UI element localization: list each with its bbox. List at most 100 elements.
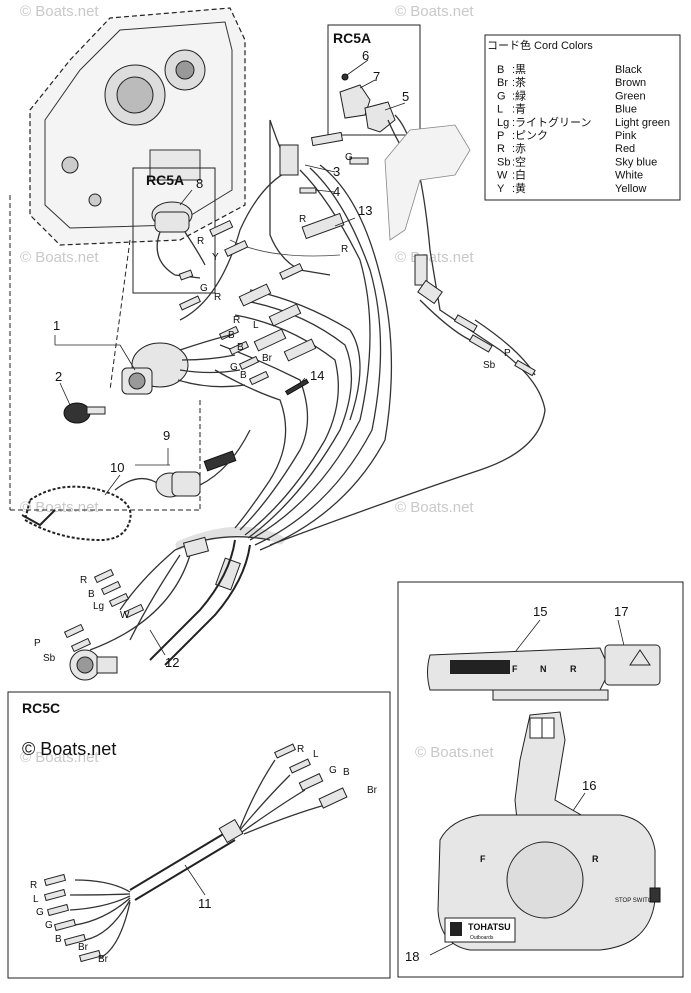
wire-color-label: Y (212, 252, 219, 263)
part-number-label: 12 (165, 655, 179, 670)
wire-color-label: P (504, 348, 511, 359)
part-number-label: 2 (55, 369, 62, 384)
wire-color-label: B (228, 330, 235, 341)
watermark: © Boats.net (20, 749, 99, 766)
legend-jp-name: :ピンク (512, 129, 548, 142)
wire-color-label: W (120, 610, 130, 621)
legend-en-name: Blue (615, 104, 637, 116)
part-number-label: 10 (110, 460, 124, 475)
harness-terminals (63, 568, 145, 653)
legend-jp-name: :ライトグリーン (512, 115, 592, 129)
wire-color-label: Lg (93, 601, 104, 612)
watermark: © Boats.net (415, 744, 494, 761)
wire-color-label: G (329, 765, 337, 776)
remote-control-housing (9, 7, 246, 511)
wire-color-label: P (34, 638, 41, 649)
legend-en-name: Sky blue (615, 156, 657, 168)
legend-code: Sb (497, 156, 510, 168)
part-number-label: 18 (405, 949, 419, 964)
lever-mark: F (512, 664, 518, 674)
key (63, 402, 106, 424)
watermark: © Boats.net (20, 249, 99, 266)
wire-color-label: G (345, 152, 353, 163)
legend-code: Y (497, 183, 505, 195)
wire-color-label: B (237, 342, 244, 353)
legend-code: W (497, 170, 508, 182)
control-handle-outline (384, 124, 471, 241)
legend-code: Lg (497, 117, 509, 129)
part-number-label: 1 (53, 318, 60, 333)
watermark: © Boats.net (395, 249, 474, 266)
wire-color-label: Br (262, 353, 273, 364)
wire-color-label: R (233, 315, 240, 326)
wire-color-label: Br (78, 942, 89, 953)
wire-color-label: Br (367, 785, 378, 796)
part-number-label: 7 (373, 69, 380, 84)
wire-color-label: B (343, 767, 350, 778)
wire-color-label: B (240, 370, 247, 381)
wire-color-label: L (253, 320, 259, 331)
wire-color-label: L (33, 894, 39, 905)
watermark: © Boats.net (395, 499, 474, 516)
part-number-label: 6 (362, 48, 369, 63)
part-number-label: 9 (163, 428, 170, 443)
lever-mark: R (592, 854, 599, 864)
stop-switch-label: STOP SWITCH (615, 898, 656, 904)
legend-jp-name: :白 (512, 168, 526, 182)
watermark: © Boats.net (395, 3, 474, 20)
legend-en-name: Green (615, 90, 646, 102)
part-number-label: 13 (358, 203, 372, 218)
legend-en-name: Pink (615, 130, 637, 142)
rc5a-left-group: RC5A (132, 167, 216, 294)
legend-title: コード色 Cord Colors (487, 38, 593, 52)
part-number-label: 17 (614, 604, 628, 619)
wire-color-label: B (88, 589, 95, 600)
control-box-group: F N R F R STOP SWITCH TOHATSU Outboards (397, 581, 684, 978)
part-number-label: 3 (333, 164, 340, 179)
part-number-label: 4 (333, 184, 340, 199)
wire-color-label: Sb (483, 360, 496, 371)
part-number-label: 11 (198, 896, 212, 911)
wire-color-label: B (55, 934, 62, 945)
watermarks: © Boats.net © Boats.net © Boats.net © Bo… (20, 3, 494, 766)
wire-color-label: G (230, 362, 238, 373)
legend-jp-name: :赤 (512, 142, 526, 155)
legend-jp-name: :空 (512, 154, 526, 168)
wire-color-label: G (36, 907, 44, 918)
wire-color-label: Br (98, 954, 109, 965)
wire-color-label: R (341, 244, 348, 255)
rc5c-group: RC5C © Boats.net (7, 691, 391, 979)
group-label: RC5C (22, 700, 60, 716)
legend-code: G (497, 90, 506, 102)
part-number-label: 16 (582, 778, 596, 793)
legend-code: B (497, 64, 504, 76)
credit-text: © Boats.net (22, 739, 116, 759)
group-label: RC5A (146, 172, 184, 188)
part-number-label: 14 (310, 368, 324, 383)
lever-mark: R (570, 664, 577, 674)
lever-mark: N (540, 664, 547, 674)
wire-color-label: R (297, 744, 304, 755)
group-label: RC5A (333, 30, 371, 46)
legend-en-name: Light green (615, 117, 670, 129)
wire-color-label: G (200, 283, 208, 294)
legend-jp-name: :茶 (512, 76, 526, 89)
wire-color-label: R (80, 575, 87, 586)
legend-jp-name: :緑 (512, 88, 526, 102)
legend-code: Br (497, 77, 508, 89)
main-switch (121, 334, 246, 395)
wire-color-label: L (313, 749, 319, 760)
wire-color-label: G (45, 920, 53, 931)
legend-en-name: Yellow (615, 183, 646, 195)
part-number-label: 5 (402, 89, 409, 104)
legend-jp-name: :黄 (512, 181, 526, 195)
stop-switch-lanyard (21, 429, 251, 542)
connectors (179, 131, 536, 396)
legend-code: R (497, 143, 505, 155)
brand-logo: TOHATSU (468, 922, 511, 932)
legend-code: P (497, 130, 504, 142)
